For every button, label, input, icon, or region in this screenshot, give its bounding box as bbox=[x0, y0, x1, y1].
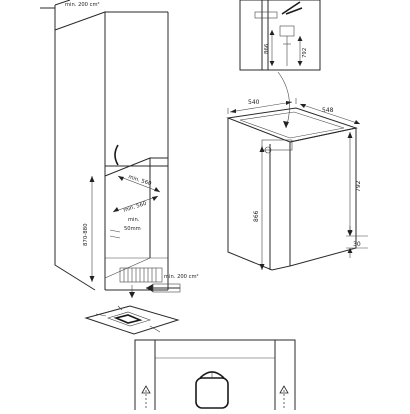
label-vent-top: min. 200 cm² bbox=[65, 2, 100, 8]
label-height-left: 866 bbox=[253, 210, 260, 222]
front-view-detail bbox=[134, 339, 296, 413]
label-plinth: 30 bbox=[353, 241, 361, 248]
label-detail-792: 792 bbox=[302, 48, 308, 58]
detail-inset bbox=[239, 0, 321, 71]
appliance bbox=[226, 98, 368, 271]
niche-width-dim-mid bbox=[112, 195, 159, 213]
label-gap-value: 50mm bbox=[124, 226, 141, 232]
label-niche-height: 870-880 bbox=[83, 223, 89, 246]
depth-dim bbox=[299, 103, 361, 125]
tall-cabinet bbox=[40, 0, 181, 298]
detail-leader bbox=[277, 71, 290, 129]
width-dim bbox=[229, 101, 293, 113]
plinth-grille bbox=[119, 267, 163, 283]
floor-plan-detail bbox=[84, 305, 180, 335]
label-detail-866: 866 bbox=[264, 43, 270, 54]
label-height-right: 792 bbox=[355, 180, 362, 192]
label-width: 540 bbox=[248, 99, 260, 106]
label-vent-bottom: min. 200 cm² bbox=[164, 274, 199, 280]
label-niche-width-top: min. 560 bbox=[127, 174, 152, 187]
door-handle bbox=[114, 144, 119, 166]
label-niche-width-mid: min. 560 bbox=[123, 201, 148, 214]
gap-dim bbox=[109, 229, 121, 233]
label-depth: 548 bbox=[322, 107, 334, 114]
niche-width-dim-top bbox=[117, 175, 161, 193]
appliance-icon bbox=[195, 377, 229, 409]
label-gap-min: min. bbox=[128, 217, 140, 223]
